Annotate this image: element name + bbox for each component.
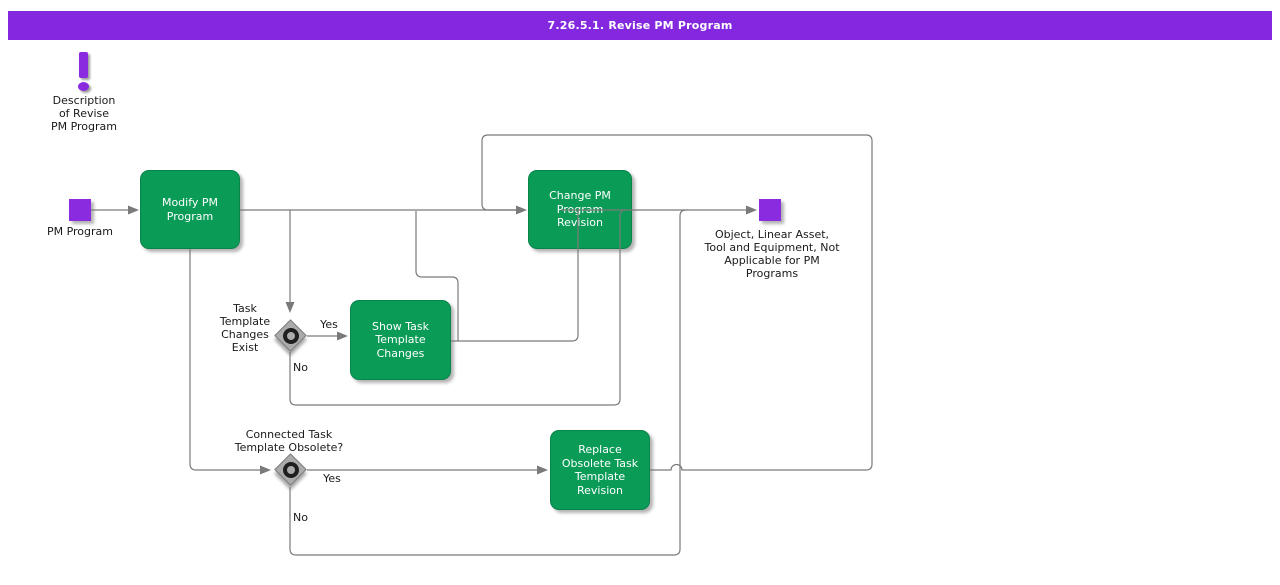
edge-gateway1-yes-to-show [307, 331, 348, 341]
exclamation-bar [79, 52, 88, 78]
edge-start-to-modify [91, 205, 139, 215]
end-event-label: Object, Linear Asset, Tool and Equipment… [704, 228, 840, 280]
gateway1-label: Task Template Changes Exist [219, 302, 271, 354]
gateway2-yes-label: Yes [323, 472, 341, 485]
task-modify-pm-program[interactable]: Modify PM Program [140, 170, 240, 249]
start-event[interactable] [69, 199, 91, 221]
task-replace-obsolete-task-template-revision[interactable]: Replace Obsolete Task Template Revision [550, 430, 650, 510]
gateway2-no-label: No [293, 511, 308, 524]
task-show-task-template-changes[interactable]: Show Task Template Changes [350, 300, 451, 380]
edge-modify-to-change [240, 205, 527, 215]
gateway2-label: Connected Task Template Obsolete? [234, 428, 344, 454]
edge-modify-to-gateway1 [285, 210, 295, 313]
task-change-pm-program-revision[interactable]: Change PM Program Revision [528, 170, 632, 249]
start-event-label: PM Program [46, 225, 114, 238]
exclamation-icon[interactable] [76, 50, 96, 94]
gateway1-yes-label: Yes [320, 318, 338, 331]
exclamation-dot [78, 82, 89, 91]
gateway1-no-label: No [293, 361, 308, 374]
gateway-ring-icon [283, 328, 299, 344]
end-event[interactable] [759, 199, 781, 221]
page-title: 7.26.5.1. Revise PM Program [8, 11, 1272, 40]
description-note-label: Description of Revise PM Program [50, 94, 118, 133]
gateway-ring-icon [283, 462, 299, 478]
gateway-connected-task-template-obsolete[interactable] [269, 448, 313, 492]
